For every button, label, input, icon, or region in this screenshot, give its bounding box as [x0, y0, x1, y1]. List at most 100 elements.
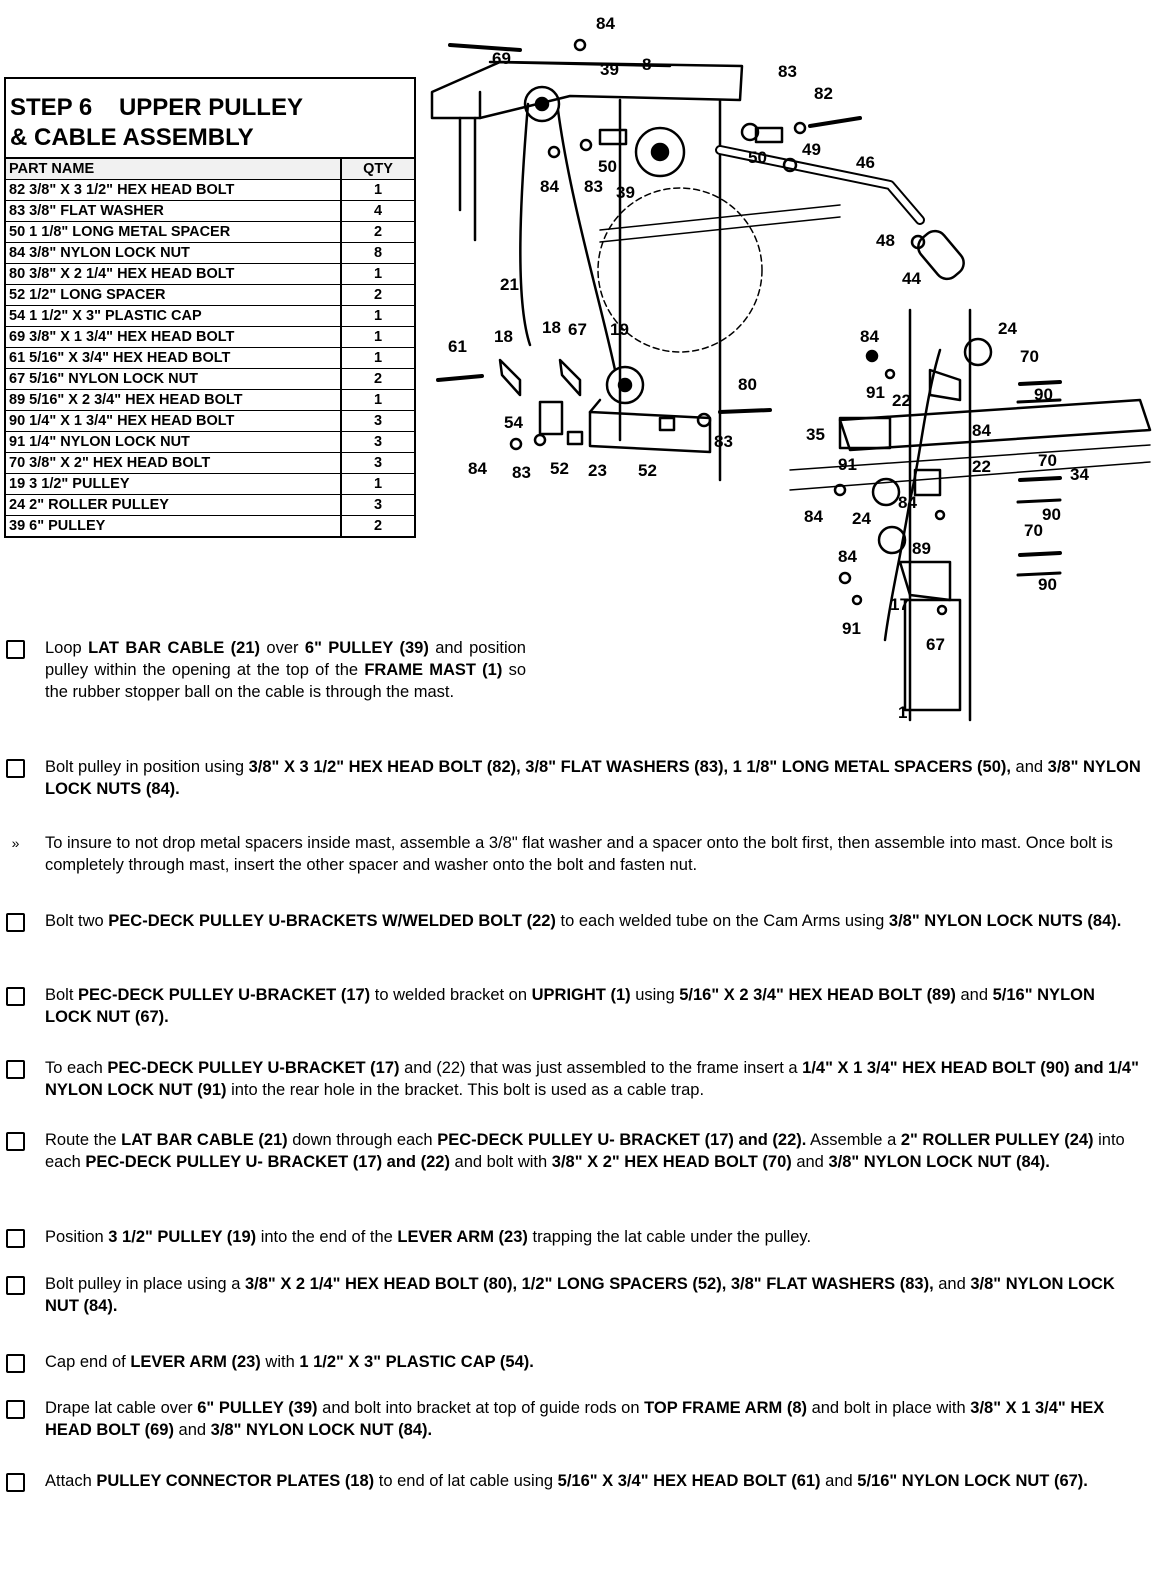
step-checkbox[interactable] [6, 759, 25, 778]
label-90: 90 [1042, 505, 1061, 524]
label-84: 84 [898, 493, 917, 512]
label-17: 17 [890, 595, 909, 614]
step-text-segment: and [955, 986, 993, 1004]
step-text-segment: Bolt [45, 986, 79, 1004]
label-70: 70 [1024, 521, 1043, 540]
qty-cell: 1 [340, 473, 415, 495]
lat-cable-loop [556, 108, 617, 372]
part-reference: LEVER ARM (23) [397, 1228, 528, 1246]
step-text: To each PEC-DECK PULLEY U-BRACKET (17) a… [45, 1057, 1146, 1101]
title-line-1: STEP 6 UPPER PULLEY [10, 94, 303, 121]
step-text-segment: Bolt pulley in place using a [45, 1275, 245, 1293]
instruction-step: Bolt pulley in place using a 3/8" X 2 1/… [6, 1273, 1146, 1317]
step-text-segment: and (22) that was just assembled to the … [399, 1059, 803, 1077]
step-checkbox[interactable] [6, 1060, 25, 1079]
part-reference: 5/16" X 3/4" HEX HEAD BOLT (61) [557, 1472, 821, 1490]
part-reference: PULLEY CONNECTOR PLATES (18) [96, 1472, 375, 1490]
part-48 [910, 234, 926, 250]
part-reference: 3/8" NYLON LOCK NUT (84). [828, 1153, 1050, 1171]
label-22: 22 [972, 457, 991, 476]
lat-cable-lower [883, 348, 942, 642]
step-checkbox[interactable] [6, 913, 25, 932]
lat-bar-end-46 [782, 157, 798, 173]
washer-83 [793, 121, 807, 135]
pulley-39-top [523, 85, 561, 123]
step-checkbox[interactable] [6, 640, 25, 659]
step-text-segment: Assemble a [806, 1131, 901, 1149]
step-checkbox[interactable] [6, 1473, 25, 1492]
pulley-39-mast-hub [650, 142, 670, 162]
label-48: 48 [876, 231, 895, 250]
label-84: 84 [540, 177, 559, 196]
label-50: 50 [748, 148, 767, 167]
step-text-segment: Position [45, 1228, 109, 1246]
qty-cell: 1 [340, 263, 415, 285]
step-checkbox[interactable] [6, 987, 25, 1006]
instruction-step: Bolt pulley in position using 3/8" X 3 1… [6, 756, 1146, 800]
part-name-cell: 61 5/16" X 3/4" HEX HEAD BOLT [5, 347, 341, 369]
qty-cell: 3 [340, 452, 415, 474]
part-reference: FRAME MAST (1) [364, 661, 503, 679]
part-49 [740, 122, 760, 142]
step-checkbox[interactable] [6, 1229, 25, 1248]
qty-cell: 4 [340, 200, 415, 222]
spacer-50 [598, 128, 628, 146]
step-text-segment: into the end of the [256, 1228, 398, 1246]
connector-plate-18 [558, 358, 582, 397]
label-50: 50 [598, 157, 617, 176]
part-name-cell: 50 1 1/8" LONG METAL SPACER [5, 221, 341, 243]
rail [599, 216, 841, 243]
step-text-segment: using [630, 986, 680, 1004]
nut-91 [884, 368, 896, 380]
label-67: 67 [926, 635, 945, 654]
title-line-2: & CABLE ASSEMBLY [10, 124, 254, 151]
washer-83 [533, 433, 547, 447]
step-checkbox[interactable] [6, 1354, 25, 1373]
step-checkbox[interactable] [6, 1276, 25, 1295]
label-1: 1 [898, 703, 907, 722]
top-frame-arm [430, 60, 744, 120]
label-84: 84 [972, 421, 991, 440]
nut-84 [509, 437, 523, 451]
label-54: 54 [504, 413, 523, 432]
step-checkbox[interactable] [6, 1400, 25, 1419]
qty-cell: 1 [340, 326, 415, 348]
col-qty: QTY [340, 158, 415, 180]
step-checkbox[interactable] [6, 1132, 25, 1151]
label-83: 83 [778, 62, 797, 81]
step-text: Drape lat cable over 6" PULLEY (39) and … [45, 1397, 1146, 1441]
label-61: 61 [448, 337, 467, 356]
label-49: 49 [802, 140, 821, 159]
label-83: 83 [714, 432, 733, 451]
part-reference: 5/16" NYLON LOCK NUT (67). [857, 1472, 1088, 1490]
step-text: Bolt two PEC-DECK PULLEY U-BRACKETS W/WE… [45, 910, 1146, 932]
label-84: 84 [838, 547, 857, 566]
label-52: 52 [550, 459, 569, 478]
bolt-69 [448, 43, 522, 52]
step-text-segment: and position pulley within the opening a… [45, 639, 526, 679]
roller-pulley-24 [871, 477, 901, 507]
bolt-90 [1016, 571, 1062, 577]
part-reference: 3/8" X 1 3/4" HEX HEAD BOLT (69) [45, 1399, 1105, 1439]
part-name-cell: 69 3/8" X 1 3/4" HEX HEAD BOLT [5, 326, 341, 348]
parts-table-header: PART NAME QTY [5, 158, 415, 180]
part-reference: 5/16" NYLON LOCK NUT (67). [45, 986, 1095, 1026]
step-text-segment: over [260, 639, 305, 657]
part-name-cell: 67 5/16" NYLON LOCK NUT [5, 368, 341, 390]
step-text: Bolt PEC-DECK PULLEY U-BRACKET (17) to w… [45, 984, 1146, 1028]
frame-rail [789, 444, 1151, 471]
part-name-cell: 91 1/4" NYLON LOCK NUT [5, 431, 341, 453]
bolt-70 [1018, 551, 1062, 557]
part-name-cell: 84 3/8" NYLON LOCK NUT [5, 242, 341, 264]
label-82: 82 [814, 84, 833, 103]
step-text-segment: down through each [287, 1131, 438, 1149]
qty-cell: 2 [340, 368, 415, 390]
